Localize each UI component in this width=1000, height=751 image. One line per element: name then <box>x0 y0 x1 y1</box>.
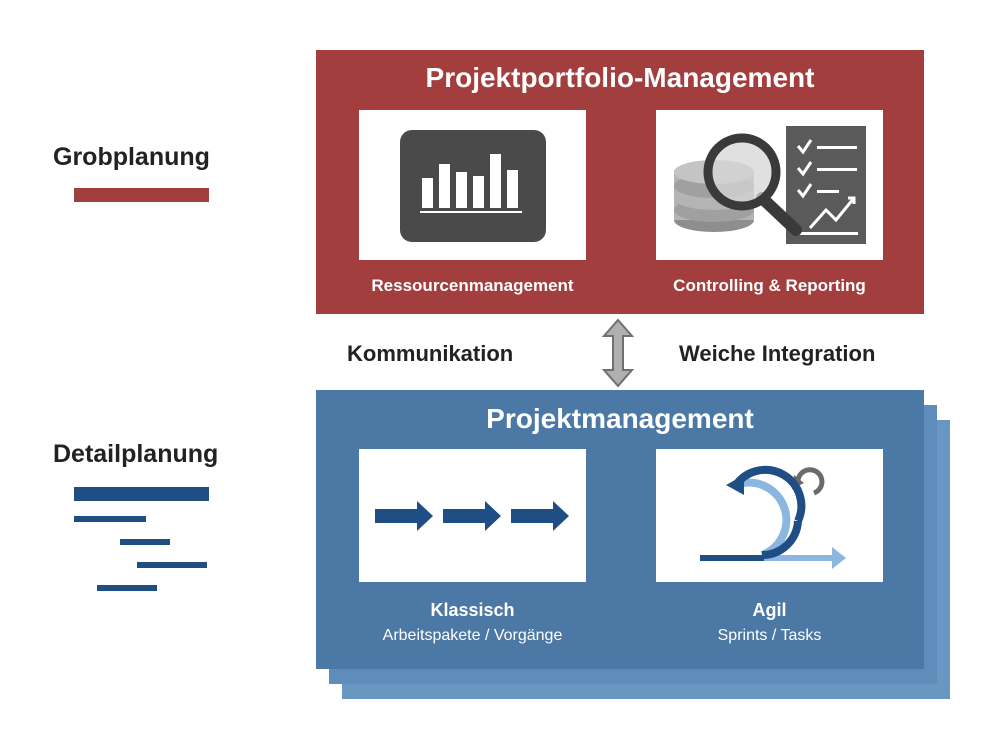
portfolio-title: Projektportfolio-Management <box>425 62 815 93</box>
agil-title: Agil <box>752 600 787 620</box>
controlling-label: Controlling & Reporting <box>673 276 866 295</box>
weiche-integration-label: Weiche Integration <box>679 341 876 366</box>
ressourcen-card <box>359 110 586 260</box>
kommunikation-label: Kommunikation <box>347 341 514 366</box>
gantt-bar <box>137 562 207 568</box>
gantt-bar <box>74 487 209 501</box>
gantt-bar <box>97 585 157 591</box>
double-arrow-icon <box>601 318 635 388</box>
detailplanung-label: Detailplanung <box>53 440 219 468</box>
grobplanung-label: Grobplanung <box>53 143 210 171</box>
klassisch-title: Klassisch <box>430 600 515 620</box>
projektmanagement-panel: Projektmanagement Klassisch Arbeitspaket… <box>316 390 924 669</box>
gantt-bar <box>120 539 170 545</box>
klassisch-subtitle: Arbeitspakete / Vorgänge <box>382 627 563 644</box>
bar-chart-icon <box>400 130 546 242</box>
portfolio-panel: Projektportfolio-Management Ressourcenma… <box>316 50 924 314</box>
ressourcen-label: Ressourcenmanagement <box>371 276 574 295</box>
sequential-arrows-icon <box>375 501 569 531</box>
agil-subtitle: Sprints / Tasks <box>717 627 822 644</box>
grobplanung-bar <box>74 188 209 202</box>
coins-magnifier-checklist-icon <box>674 126 866 244</box>
sprint-cycle-icon <box>700 465 846 569</box>
controlling-card <box>656 110 883 260</box>
gantt-bar <box>74 516 146 522</box>
agil-card <box>656 449 883 582</box>
projektmanagement-title: Projektmanagement <box>486 403 754 434</box>
klassisch-card <box>359 449 586 582</box>
